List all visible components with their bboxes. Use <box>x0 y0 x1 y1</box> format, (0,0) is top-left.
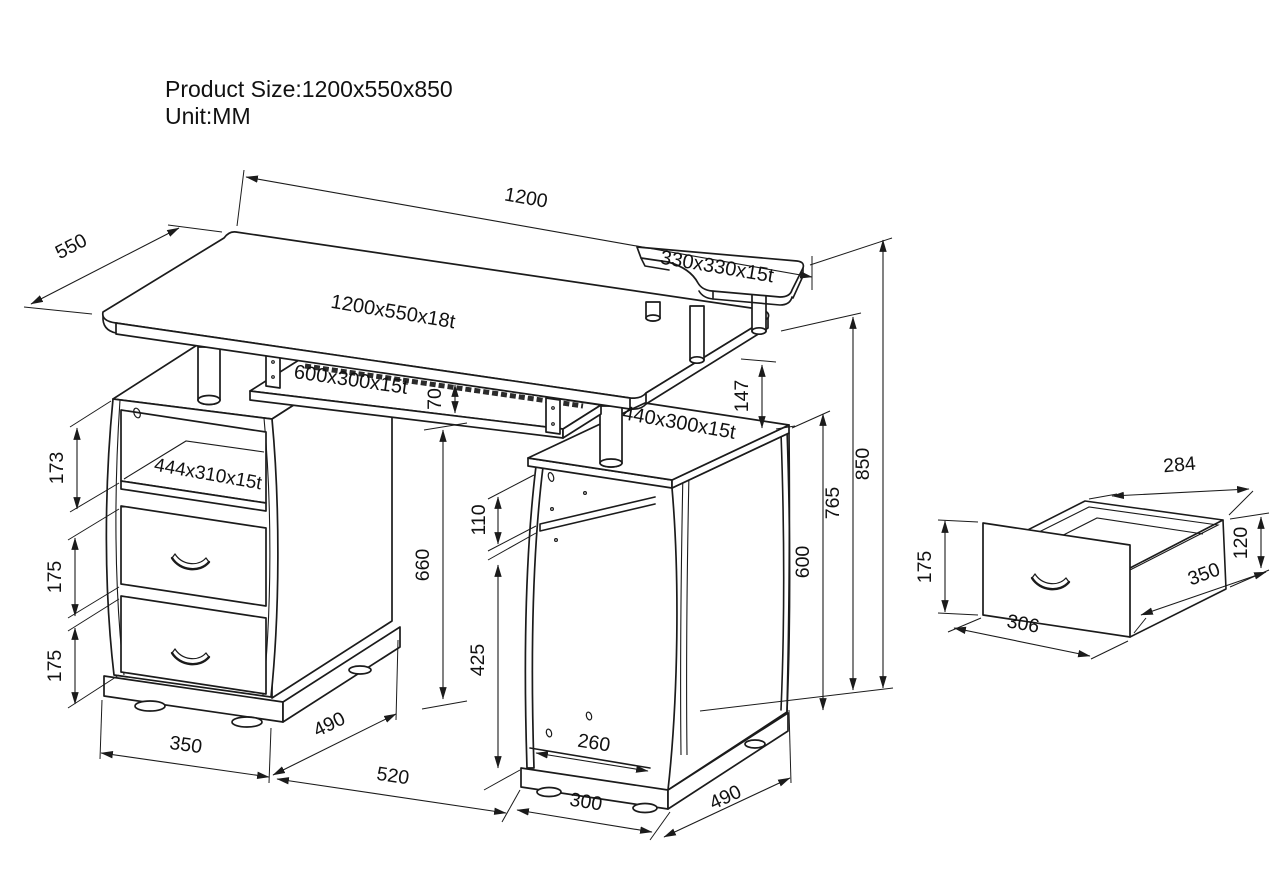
drawer-front-width-label: 306 <box>1005 610 1041 637</box>
drawer-detail: 284 120 350 175 306 <box>914 453 1270 660</box>
dim-desktop-height-label: 765 <box>822 487 844 520</box>
dim-right-opening-top-label: 110 <box>468 504 490 535</box>
dim-left-opening-label: 173 <box>46 452 68 485</box>
drawer-front-height-label: 175 <box>914 551 936 584</box>
dim-left-drawer2-label: 175 <box>44 650 66 683</box>
dim-overall-depth-label: 550 <box>52 229 91 264</box>
dim-shelf-raise-label: 147 <box>731 380 753 413</box>
support-columns <box>197 346 623 468</box>
drawer-depth-label: 350 <box>1185 558 1223 590</box>
dim-gap-label: 520 <box>375 763 411 790</box>
left-cabinet <box>103 321 401 728</box>
slide-rail <box>304 363 584 409</box>
product-size-title: Product Size:1200x550x850 <box>165 76 453 102</box>
dim-left-width-label: 350 <box>168 732 203 758</box>
dimensions: 1200 550 70 147 173 175 175 660 <box>23 169 894 841</box>
keyboard-tray <box>249 351 602 439</box>
unit-title: Unit:MM <box>165 103 251 129</box>
dim-right-cabinet-height-label: 600 <box>792 546 814 579</box>
dim-right-inner-width-label: 260 <box>576 730 612 757</box>
drawer-top-width-label: 284 <box>1162 453 1196 478</box>
dim-overall-width-label: 1200 <box>503 183 550 212</box>
drawer-side-height-label: 120 <box>1230 527 1252 560</box>
monitor-shelf-risers <box>645 289 767 365</box>
dim-right-depth-label: 490 <box>706 781 745 815</box>
dim-tray-floor-height-label: 660 <box>412 549 434 582</box>
dim-tray-gap-label: 70 <box>424 388 446 410</box>
dim-right-opening-bottom-label: 425 <box>467 644 489 677</box>
dim-overall-height-label: 850 <box>852 448 874 481</box>
dim-right-width-label: 300 <box>568 789 604 816</box>
title-block: Product Size:1200x550x850 Unit:MM <box>165 76 453 129</box>
right-cabinet <box>520 402 791 814</box>
dim-left-drawer1-label: 175 <box>44 561 66 594</box>
dim-left-depth-label: 490 <box>310 708 349 742</box>
